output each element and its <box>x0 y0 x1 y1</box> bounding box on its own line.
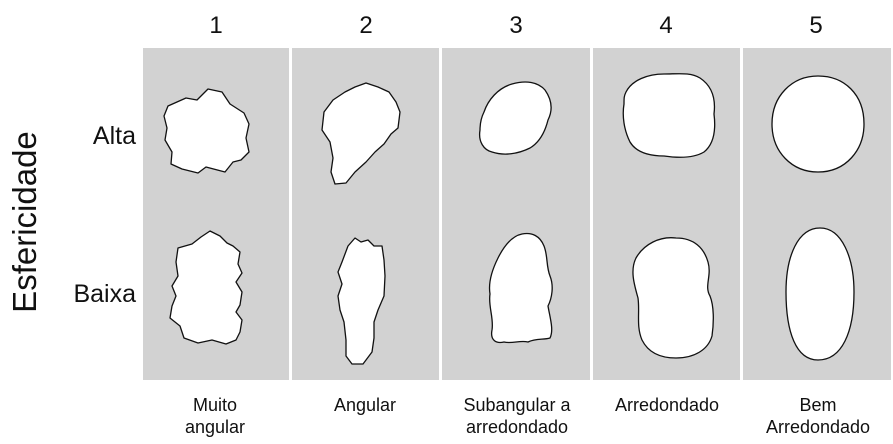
caption-subangular-to-rounded: Subangular a arredondado <box>442 394 592 438</box>
caption-rounded: Arredondado <box>592 394 742 416</box>
caption-well-rounded: Bem Arredondado <box>743 394 893 438</box>
grain-very-angular-low-sphericity <box>170 231 242 344</box>
grain-well-rounded-high-sphericity <box>772 76 864 172</box>
grain-subangular-high-sphericity <box>480 82 552 154</box>
grain-rounded-low-sphericity <box>633 238 713 358</box>
grain-well-rounded-low-sphericity <box>786 228 854 360</box>
grain-angular-low-sphericity <box>338 238 385 364</box>
grain-rounded-high-sphericity <box>623 74 714 158</box>
grain-subangular-low-sphericity <box>489 234 552 343</box>
grain-angular-high-sphericity <box>322 83 400 184</box>
caption-angular: Angular <box>290 394 440 416</box>
grain-very-angular-high-sphericity <box>164 89 249 173</box>
caption-very-angular: Muito angular <box>140 394 290 438</box>
